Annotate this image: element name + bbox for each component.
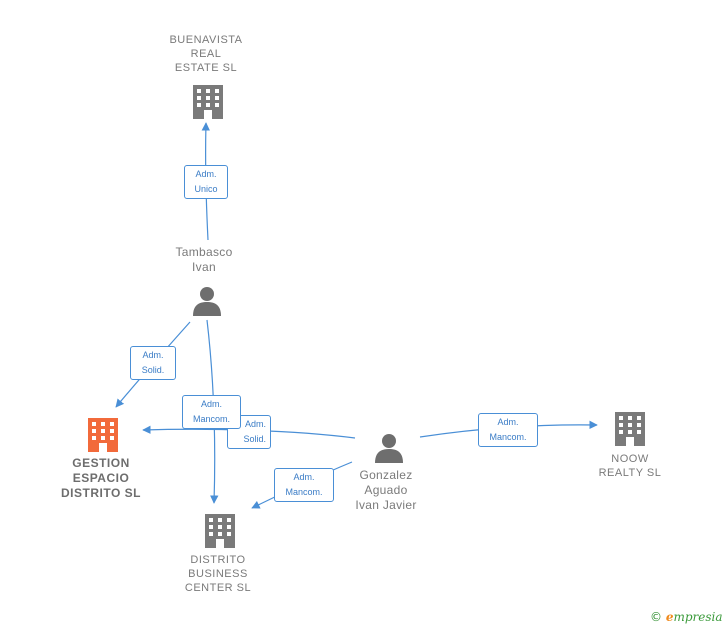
- edge-label-adm-mancom: Adm. Mancom.: [274, 468, 334, 502]
- edge-label-adm-mancom: Adm. Mancom.: [182, 395, 241, 429]
- building-icon[interactable]: [88, 418, 118, 452]
- brand-name: mpresia: [673, 610, 723, 624]
- node-label-tambasco[interactable]: Tambasco Ivan: [175, 245, 233, 274]
- building-icon[interactable]: [193, 85, 223, 119]
- node-label-gonzalez[interactable]: Gonzalez Aguado Ivan Javier: [355, 468, 417, 512]
- node-label-gestion[interactable]: GESTION ESPACIO DISTRITO SL: [61, 456, 141, 500]
- node-label-buenavista[interactable]: BUENAVISTA REAL ESTATE SL: [169, 34, 243, 74]
- edge-label-adm-solid: Adm. Solid.: [130, 346, 176, 380]
- person-icon[interactable]: [375, 434, 403, 463]
- node-label-distrito[interactable]: DISTRITO BUSINESS CENTER SL: [184, 554, 252, 594]
- building-icon[interactable]: [205, 514, 235, 548]
- person-icon[interactable]: [193, 287, 221, 316]
- building-icon[interactable]: [615, 412, 645, 446]
- edge-label-adm-unico: Adm. Unico: [184, 165, 228, 199]
- copyright-icon: ©: [650, 610, 662, 624]
- empresia-logo[interactable]: © empresia: [650, 610, 723, 624]
- brand-initial: e: [665, 610, 674, 624]
- edge-label-adm-mancom: Adm. Mancom.: [478, 413, 538, 447]
- node-label-noow[interactable]: NOOW REALTY SL: [598, 453, 662, 479]
